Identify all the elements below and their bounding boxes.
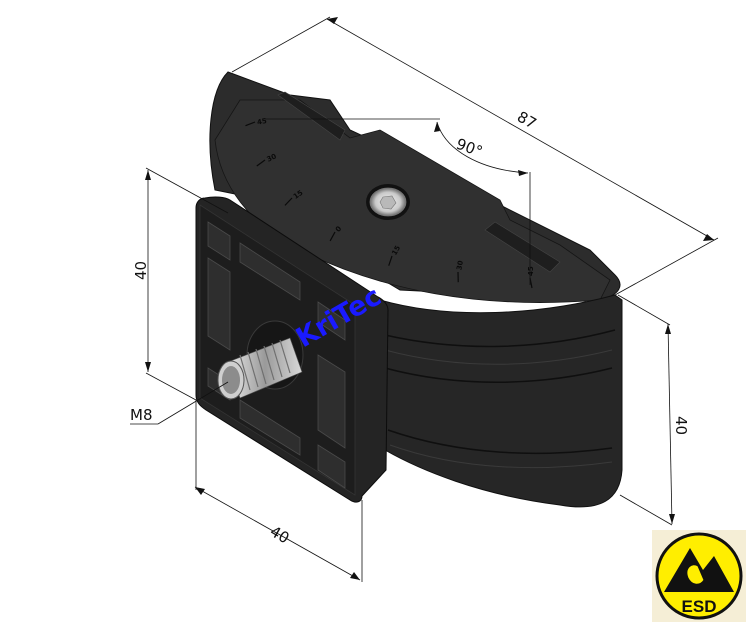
threaded-stud bbox=[217, 337, 303, 400]
dimension-arrows bbox=[145, 17, 714, 580]
scale-tick-label: 45 bbox=[527, 266, 535, 276]
dim-thread-m8: M8 bbox=[130, 406, 153, 424]
dimension-lines bbox=[130, 16, 719, 582]
esd-hand-icon bbox=[686, 564, 705, 585]
left-slot bbox=[277, 91, 346, 141]
dim-angle-90: 90° bbox=[454, 135, 485, 161]
dim-height-right-40: 40 bbox=[672, 416, 690, 435]
scale-tick-label: 30 bbox=[455, 260, 465, 271]
band-low2 bbox=[389, 444, 613, 469]
band-mid1 bbox=[384, 349, 613, 365]
band-low bbox=[387, 429, 613, 455]
dim-height-left-40: 40 bbox=[132, 261, 150, 280]
dim-length-87: 87 bbox=[514, 108, 540, 133]
side-body bbox=[379, 294, 623, 508]
right-slot bbox=[484, 221, 561, 273]
dim-width-bottom-40: 40 bbox=[267, 522, 293, 547]
scale-tick-label: 15 bbox=[390, 244, 402, 257]
esd-label: ESD bbox=[682, 597, 717, 616]
scale-tick-label: 45 bbox=[256, 117, 267, 127]
socket-head-screw bbox=[366, 184, 410, 220]
connector-body bbox=[195, 71, 623, 508]
band-top bbox=[384, 329, 616, 348]
angle-scale: 45 30 15 0 15 30 45 bbox=[245, 117, 535, 289]
band-mid2 bbox=[384, 367, 613, 383]
esd-badge: ESD bbox=[652, 530, 746, 622]
scale-tick-label: 30 bbox=[266, 152, 278, 163]
scale-tick-label: 0 bbox=[334, 225, 343, 234]
top-face bbox=[214, 99, 611, 303]
